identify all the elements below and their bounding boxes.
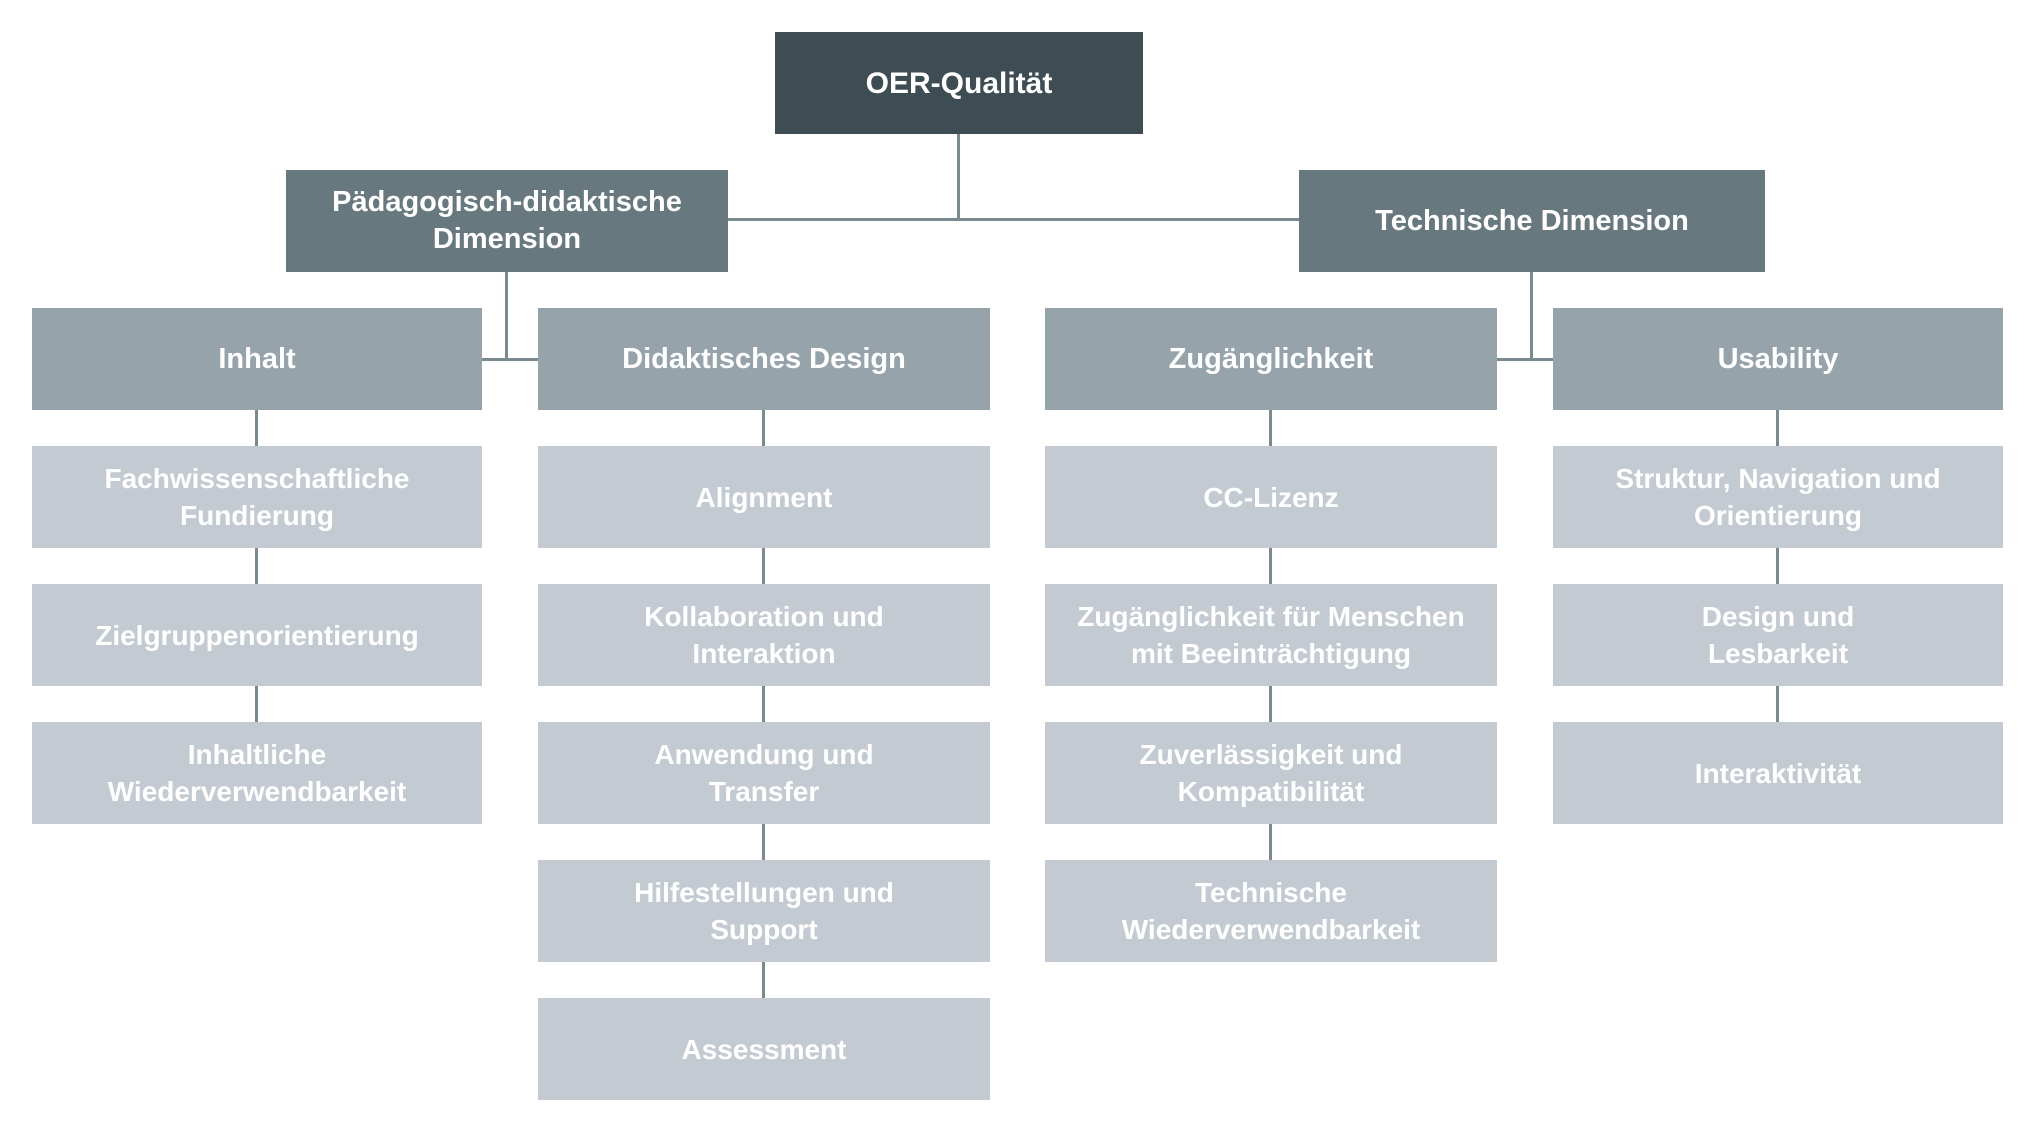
- connector-root-horizontal: [728, 218, 1299, 221]
- connector-col2-seg3: [762, 686, 765, 722]
- kollaboration-und-interaktion-box: Kollaboration und Interaktion: [538, 584, 990, 686]
- didaktisches-design-label: Didaktisches Design: [622, 342, 906, 375]
- assessment-box: Assessment: [538, 998, 990, 1100]
- connector-col1-seg3: [255, 686, 258, 722]
- cc-lizenz-label: CC-Lizenz: [1203, 481, 1339, 513]
- connector-dimension-left-vertical: [505, 272, 508, 361]
- paedagogisch-didaktische-dimension-box: Pädagogisch-didaktische Dimension: [286, 170, 728, 272]
- anwendung-und-transfer-label: Anwendung und Transfer: [654, 739, 874, 807]
- connector-root-vertical: [957, 134, 960, 221]
- connector-col1-seg1: [255, 410, 258, 446]
- design-und-lesbarkeit-label: Design und Lesbarkeit: [1701, 601, 1855, 669]
- connector-col2-seg2: [762, 548, 765, 584]
- technische-dimension-box: Technische Dimension: [1299, 170, 1765, 272]
- technische-wiederverwendbarkeit-box: Technische Wiederverwendbarkeit: [1045, 860, 1497, 962]
- zuverlaessigkeit-und-kompatibilitaet-label: Zuverlässigkeit und Kompatibilität: [1139, 739, 1403, 807]
- struktur-navigation-orientierung-label: Struktur, Navigation und Orientierung: [1615, 463, 1941, 531]
- interaktivitaet-box: Interaktivität: [1553, 722, 2003, 824]
- connector-col4-seg1: [1776, 410, 1779, 446]
- inhalt-label: Inhalt: [218, 342, 296, 375]
- paedagogisch-didaktische-dimension-label: Pädagogisch-didaktische Dimension: [332, 186, 682, 255]
- alignment-box: Alignment: [538, 446, 990, 548]
- connector-col3-seg3: [1269, 686, 1272, 722]
- connector-col2-seg4: [762, 824, 765, 860]
- connector-col2-seg5: [762, 962, 765, 998]
- connector-col2-seg1: [762, 410, 765, 446]
- usability-box: Usability: [1553, 308, 2003, 410]
- zuverlaessigkeit-und-kompatibilitaet-box: Zuverlässigkeit und Kompatibilität: [1045, 722, 1497, 824]
- zugaenglichkeit-fuer-menschen-box: Zugänglichkeit für Menschen mit Beeinträ…: [1045, 584, 1497, 686]
- didaktisches-design-box: Didaktisches Design: [538, 308, 990, 410]
- cc-lizenz-box: CC-Lizenz: [1045, 446, 1497, 548]
- oer-qualitaet-box: OER-Qualität: [775, 32, 1143, 134]
- assessment-label: Assessment: [681, 1033, 847, 1065]
- inhaltliche-wiederverwendbarkeit-box: Inhaltliche Wiederverwendbarkeit: [32, 722, 482, 824]
- connector-col1-seg2: [255, 548, 258, 584]
- hilfestellungen-und-support-box: Hilfestellungen und Support: [538, 860, 990, 962]
- anwendung-und-transfer-box: Anwendung und Transfer: [538, 722, 990, 824]
- connector-col4-seg2: [1776, 548, 1779, 584]
- connector-col4-seg3: [1776, 686, 1779, 722]
- connector-dimension-left-horizontal: [482, 358, 538, 361]
- zielgruppenorientierung-box: Zielgruppenorientierung: [32, 584, 482, 686]
- hilfestellungen-und-support-label: Hilfestellungen und Support: [634, 877, 894, 945]
- fachwissenschaftliche-fundierung-box: Fachwissenschaftliche Fundierung: [32, 446, 482, 548]
- technische-wiederverwendbarkeit-label: Technische Wiederverwendbarkeit: [1121, 877, 1421, 945]
- connector-dimension-right-horizontal: [1497, 358, 1553, 361]
- inhalt-box: Inhalt: [32, 308, 482, 410]
- connector-col3-seg2: [1269, 548, 1272, 584]
- fachwissenschaftliche-fundierung-label: Fachwissenschaftliche Fundierung: [104, 463, 410, 531]
- connector-col3-seg1: [1269, 410, 1272, 446]
- zugaenglichkeit-fuer-menschen-label: Zugänglichkeit für Menschen mit Beeinträ…: [1077, 601, 1465, 669]
- connector-col3-seg4: [1269, 824, 1272, 860]
- connector-dimension-right-vertical: [1530, 272, 1533, 361]
- oer-qualitaet-label: OER-Qualität: [865, 66, 1053, 100]
- technische-dimension-label: Technische Dimension: [1375, 204, 1689, 237]
- struktur-navigation-orientierung-box: Struktur, Navigation und Orientierung: [1553, 446, 2003, 548]
- zielgruppenorientierung-label: Zielgruppenorientierung: [95, 619, 419, 651]
- zugaenglichkeit-box: Zugänglichkeit: [1045, 308, 1497, 410]
- usability-label: Usability: [1717, 342, 1839, 375]
- inhaltliche-wiederverwendbarkeit-label: Inhaltliche Wiederverwendbarkeit: [107, 739, 407, 807]
- interaktivitaet-label: Interaktivität: [1694, 757, 1862, 789]
- design-und-lesbarkeit-box: Design und Lesbarkeit: [1553, 584, 2003, 686]
- zugaenglichkeit-label: Zugänglichkeit: [1168, 342, 1374, 375]
- kollaboration-und-interaktion-label: Kollaboration und Interaktion: [644, 601, 884, 669]
- alignment-label: Alignment: [695, 481, 833, 513]
